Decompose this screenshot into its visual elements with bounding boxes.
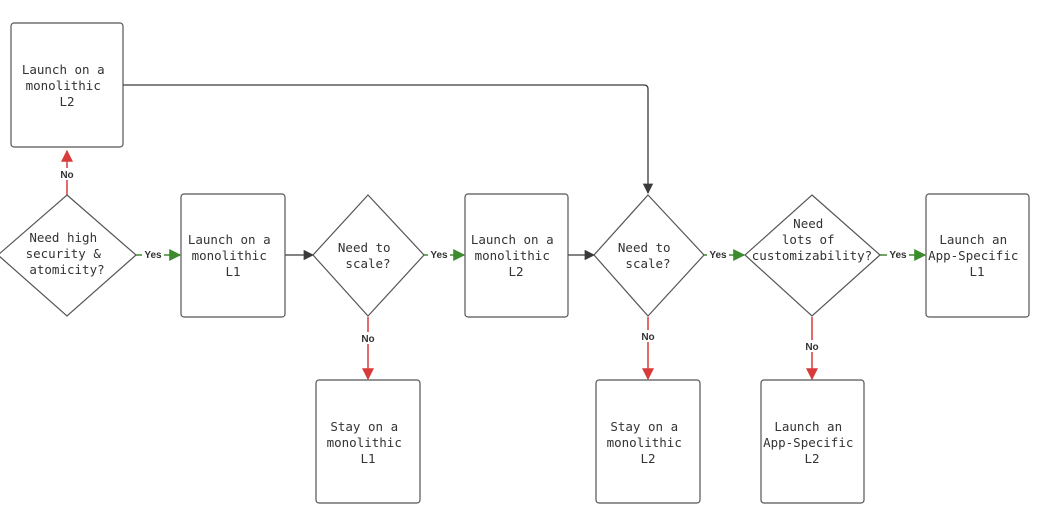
node-launch-monolithic-l1: Launch on a monolithic L1: [180, 193, 286, 318]
edge-label-yes: Yes: [430, 250, 448, 261]
svg-text:Stay on a monolithic: Stay on a monolithic L1: [327, 419, 410, 466]
node-launch-app-specific-l1: Launch an App-Specific L1: [925, 193, 1030, 318]
node-text-line: Launch on a: [471, 232, 554, 247]
node-decision-security: Need high security & atomicity?: [0, 194, 137, 317]
edge-label-yes: Yes: [144, 250, 162, 261]
svg-text:Need lots of c: Need lots of customizability?: [752, 216, 872, 263]
svg-text:Launch an App-Specific: Launch an App-Specific L1: [928, 232, 1026, 279]
node-text-line: security &: [26, 246, 102, 261]
node-text-line: Launch an: [939, 232, 1007, 247]
svg-text:Need to scale?: Need to scale?: [338, 240, 398, 271]
node-text-line: Need: [793, 216, 823, 231]
node-text-line: L1: [360, 451, 375, 466]
node-text-line: Need to: [338, 240, 391, 255]
node-text-line: monolithic: [26, 78, 101, 93]
svg-text:Stay on a monolithic: Stay on a monolithic L2: [607, 419, 690, 466]
node-text-line: monolithic: [475, 248, 550, 263]
node-text-line: customizability?: [752, 248, 872, 263]
node-decision-scale-1: Need to scale?: [312, 194, 425, 317]
svg-text:Launch on a monolithic: Launch on a monolithic L2: [471, 232, 561, 279]
node-text-line: L2: [59, 94, 74, 109]
svg-text:Need high security &: Need high security & atomicity?: [26, 230, 109, 277]
edge-scale2-no: No: [639, 317, 657, 381]
node-text-line: App-Specific: [928, 248, 1018, 263]
node-text-line: App-Specific: [763, 435, 853, 450]
node-stay-monolithic-l2: Stay on a monolithic L2: [595, 379, 701, 504]
edge-custom-no: No: [803, 317, 821, 381]
svg-text:Launch on a monolithic: Launch on a monolithic L1: [188, 232, 278, 279]
edge-custom-yes: Yes: [880, 249, 927, 261]
node-text-line: L2: [508, 264, 523, 279]
node-text-line: Need to: [618, 240, 671, 255]
node-text-line: L1: [225, 264, 240, 279]
edge-scale1-no: No: [359, 317, 377, 381]
node-launch-app-specific-l2: Launch an App-Specific L2: [760, 379, 865, 504]
node-text-line: monolithic: [607, 435, 682, 450]
edge-scale2-yes: Yes: [704, 249, 746, 261]
node-text-line: monolithic: [192, 248, 267, 263]
edge-security-yes: Yes: [136, 249, 182, 261]
edge-label-no: No: [641, 332, 654, 343]
edge-scale1-yes: Yes: [424, 249, 466, 261]
nodes: Launch on a monolithic L2 Need high secu…: [0, 22, 1030, 504]
edge-label-no: No: [60, 170, 73, 181]
edge-label-no: No: [805, 342, 818, 353]
node-text-line: lots of: [782, 232, 835, 247]
node-launch-monolithic-l2-mid: Launch on a monolithic L2: [464, 193, 569, 318]
node-text-line: L2: [804, 451, 819, 466]
node-stay-monolithic-l1: Stay on a monolithic L1: [315, 379, 421, 504]
node-text-line: L1: [969, 264, 984, 279]
node-text-line: atomicity?: [29, 262, 104, 277]
node-text-line: Launch on a: [188, 232, 271, 247]
edge-top-l2-to-scale2: [123, 84, 654, 195]
node-launch-monolithic-l2-top: Launch on a monolithic L2: [10, 22, 124, 148]
edge-label-yes: Yes: [709, 250, 727, 261]
node-text-line: Launch on a: [22, 62, 105, 77]
node-text-line: monolithic: [327, 435, 402, 450]
svg-text:Launch an App-Specific: Launch an App-Specific L2: [763, 419, 861, 466]
node-text-line: Stay on a: [330, 419, 398, 434]
edge-label-no: No: [361, 334, 374, 345]
node-text-line: Launch an: [774, 419, 842, 434]
svg-text:Need to scale?: Need to scale?: [618, 240, 678, 271]
edges: No Yes Yes No: [58, 84, 927, 381]
node-text-line: L2: [640, 451, 655, 466]
node-text-line: scale?: [345, 256, 390, 271]
node-decision-scale-2: Need to scale?: [593, 194, 705, 317]
node-text-line: Need high: [29, 230, 97, 245]
node-text-line: scale?: [625, 256, 670, 271]
node-decision-customizability: Need lots of customizability?: [744, 194, 881, 317]
edge-security-no: No: [58, 149, 76, 195]
node-text-line: Stay on a: [610, 419, 678, 434]
svg-text:Launch on a monolithic: Launch on a monolithic L2: [22, 62, 112, 109]
edge-label-yes: Yes: [889, 250, 907, 261]
